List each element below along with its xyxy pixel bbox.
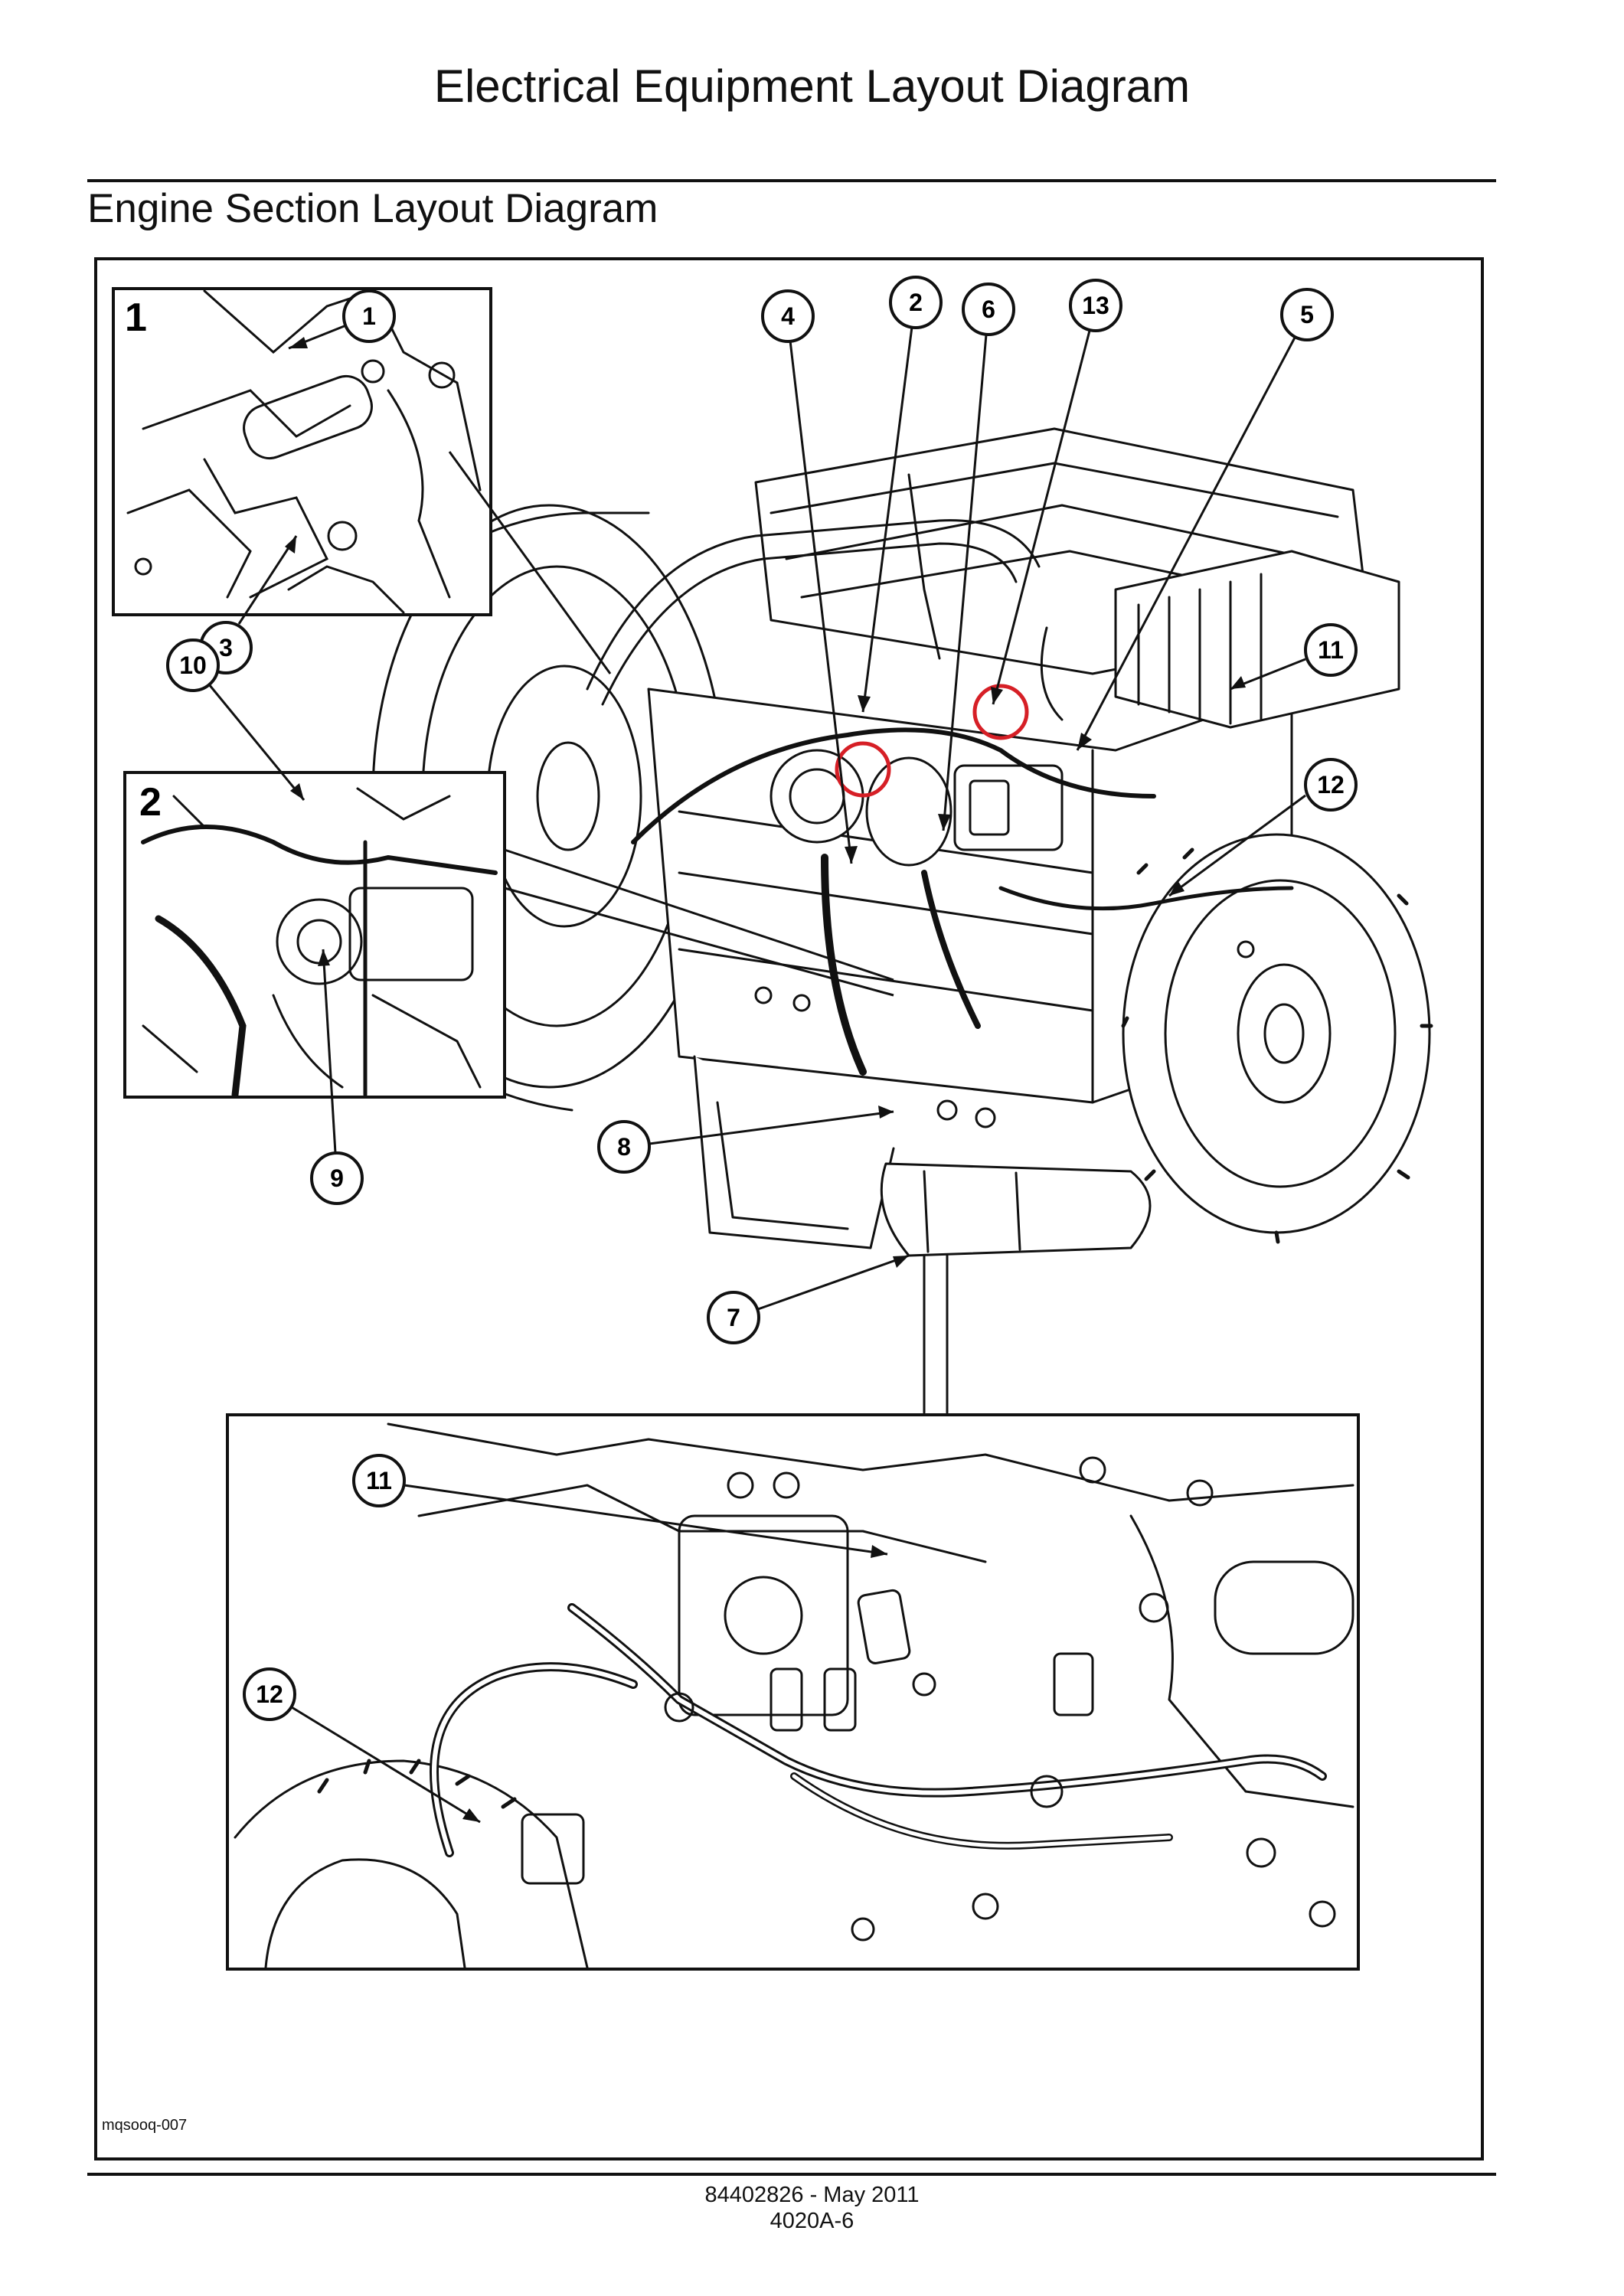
page-title: Electrical Equipment Layout Diagram (433, 60, 1191, 112)
callout-6: 6 (962, 283, 1015, 336)
callout-9-label: 9 (330, 1164, 344, 1192)
callout-11-detail: 11 (352, 1454, 406, 1507)
inset-2-label: 2 (139, 780, 162, 825)
callout-8-label: 8 (617, 1133, 631, 1161)
callout-8: 8 (597, 1120, 651, 1174)
callout-12-detail: 12 (243, 1667, 296, 1721)
callout-4: 4 (761, 289, 815, 343)
callout-5: 5 (1280, 288, 1334, 341)
callout-4-label: 4 (781, 302, 795, 330)
callout-12: 12 (1304, 758, 1358, 812)
footer-rule (87, 2173, 1496, 2176)
callout-1-label: 1 (362, 302, 376, 330)
document-number: 84402826 - May 2011 (704, 2183, 920, 2207)
engine-figure: 1 2 (94, 257, 1484, 2160)
callout-leader-lines (207, 324, 1306, 1824)
callout-bubbles: 1 2 3 4 5 6 7 (166, 276, 1358, 1721)
header-rule (87, 179, 1496, 182)
section-title: Engine Section Layout Diagram (87, 186, 658, 231)
callout-10-label: 10 (179, 652, 207, 679)
inset-2-drawing (141, 787, 498, 1097)
figure-reference-code: mqsooq-007 (102, 2117, 188, 2134)
detail-inset-drawing (234, 1422, 1354, 1969)
engine-main-drawing (371, 427, 1433, 1414)
callout-13-label: 13 (1082, 292, 1109, 319)
engine-illustration: 1 2 (112, 276, 1433, 1971)
callout-1: 1 (342, 289, 396, 343)
callout-6-label: 6 (982, 296, 995, 323)
callout-2: 2 (889, 276, 943, 329)
callout-3-label: 3 (219, 634, 233, 661)
callout-2-label: 2 (909, 289, 923, 316)
callout-arrowheads (285, 337, 1246, 1822)
callout-9: 9 (310, 1151, 364, 1205)
callout-11-detail-label: 11 (366, 1467, 392, 1494)
inset-connector-lines (448, 451, 894, 997)
inset-1-label: 1 (125, 296, 147, 340)
callout-11: 11 (1304, 623, 1358, 677)
callout-13: 13 (1069, 279, 1122, 332)
callout-7-label: 7 (727, 1304, 740, 1331)
callout-11-label: 11 (1318, 636, 1344, 664)
callout-7: 7 (707, 1291, 760, 1344)
callout-5-label: 5 (1300, 301, 1314, 328)
callout-10: 10 (166, 639, 220, 692)
callout-12-label: 12 (1317, 771, 1345, 799)
inset-1-frame (112, 287, 492, 616)
callout-12-detail-label: 12 (256, 1680, 283, 1708)
page-number: 4020A-6 (770, 2209, 854, 2233)
